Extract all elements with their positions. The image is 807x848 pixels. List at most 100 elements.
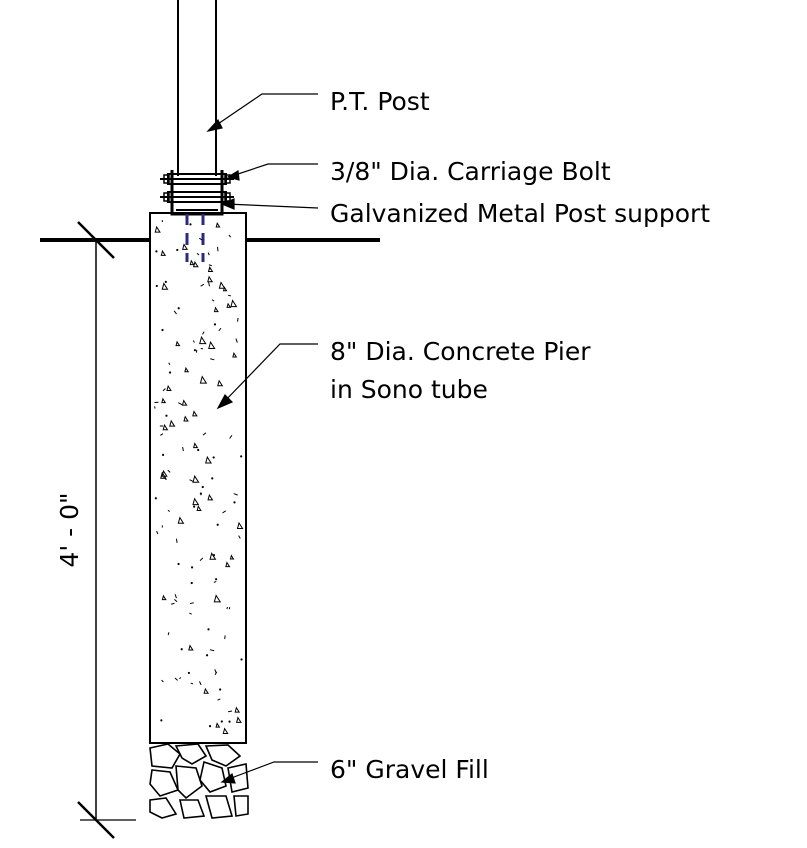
aggregate-dot — [177, 562, 180, 566]
aggregate-triangle — [169, 419, 176, 427]
aggregate-dash — [199, 681, 202, 686]
aggregate-dot — [180, 648, 183, 651]
aggregate-dash — [167, 632, 170, 636]
aggregate-dash — [173, 310, 177, 315]
aggregate-triangle — [232, 351, 238, 358]
aggregate-dash — [178, 402, 183, 406]
aggregate-dash — [222, 510, 226, 514]
aggregate-dot — [233, 501, 236, 504]
aggregate-dash — [190, 682, 194, 685]
aggregate-triangle — [230, 299, 238, 308]
aggregate-dot — [240, 658, 243, 661]
aggregate-triangle — [154, 225, 161, 233]
aggregate-dash — [174, 594, 177, 599]
aggregate-dash — [202, 331, 205, 335]
aggregate-triangle — [166, 384, 172, 391]
aggregate-dot — [197, 448, 200, 452]
aggregate-triangle — [215, 222, 221, 228]
aggregate-dot — [189, 223, 192, 226]
aggregate-triangle — [205, 455, 212, 464]
aggregate-dot — [177, 307, 180, 310]
aggregate-triangle — [192, 497, 200, 506]
aggregate-dash — [174, 599, 178, 603]
aggregate-dot — [220, 720, 223, 723]
aggregate-dot — [216, 523, 219, 526]
aggregate-dot — [168, 371, 172, 374]
aggregate-dash — [199, 557, 204, 562]
aggregate-dot — [211, 477, 214, 480]
aggregate-triangle — [199, 335, 207, 345]
aggregate-triangle — [183, 415, 189, 422]
aggregate-dash — [237, 317, 239, 322]
aggregate-dash — [228, 710, 233, 713]
aggregate-dash — [192, 340, 195, 343]
aggregate-dash — [208, 264, 213, 267]
aggregate-triangle — [177, 516, 185, 524]
label-concrete-pier-line1: 8" Dia. Concrete Pier — [330, 337, 591, 366]
aggregate-dot — [205, 654, 209, 657]
aggregate-dash — [229, 435, 233, 439]
aggregate-triangle — [203, 687, 210, 694]
aggregate-triangle — [175, 340, 181, 347]
label-gravel-fill: 6" Gravel Fill — [330, 755, 489, 784]
aggregate-triangle — [199, 375, 208, 384]
aggregate-dash — [233, 493, 238, 496]
pt-post — [177, 0, 217, 176]
dimension-text: 4' - 0" — [55, 492, 84, 567]
aggregate-dot — [187, 671, 190, 675]
aggregate-triangle — [229, 554, 235, 560]
aggregate-triangle — [207, 275, 214, 283]
aggregate-triangle — [196, 505, 202, 511]
aggregate-dash — [235, 338, 238, 343]
aggregate-dash — [226, 606, 228, 610]
aggregate-dash — [210, 358, 215, 361]
aggregate-dot — [193, 349, 197, 352]
aggregate-triangle — [235, 716, 242, 723]
aggregate-dash — [179, 677, 182, 680]
aggregate-dash — [156, 530, 159, 535]
aggregate-triangle — [234, 706, 241, 713]
aggregate-dash — [214, 671, 218, 675]
aggregate-dot — [193, 505, 196, 508]
aggregate-triangle — [160, 249, 167, 256]
aggregate-triangle — [213, 594, 222, 603]
aggregate-dash — [218, 327, 222, 332]
aggregate-triangle — [161, 397, 167, 404]
aggregate-dot — [228, 720, 231, 723]
label-carriage-bolt: 3/8" Dia. Carriage Bolt — [330, 157, 611, 186]
aggregate-dash — [161, 679, 164, 683]
aggregate-triangle — [222, 286, 228, 292]
aggregate-dash — [211, 299, 215, 302]
aggregate-dash — [189, 479, 194, 483]
aggregate-dot — [208, 725, 212, 728]
aggregate-dash — [198, 237, 203, 241]
aggregate-dot — [199, 492, 202, 495]
aggregate-dot — [176, 248, 179, 252]
anchor-bolts — [185, 213, 205, 262]
label-metal-post-support: Galvanized Metal Post support — [330, 199, 710, 228]
aggregate-triangle — [188, 644, 194, 651]
aggregate-dot — [207, 628, 210, 631]
aggregate-triangle — [213, 306, 219, 313]
leaders — [206, 93, 319, 784]
aggregate-dash — [189, 612, 192, 615]
aggregate-dash — [189, 602, 194, 605]
label-pt-post: P.T. Post — [330, 87, 430, 116]
aggregate-triangle — [181, 399, 188, 406]
aggregate-dot — [240, 455, 243, 458]
gravel-fill — [149, 743, 249, 819]
aggregate-dash — [213, 580, 217, 583]
aggregate-triangle — [161, 594, 167, 601]
aggregate-triangle — [208, 340, 216, 349]
aggregate-triangle — [222, 727, 229, 734]
aggregate-dash — [202, 432, 207, 436]
aggregate-triangle — [192, 260, 199, 268]
aggregate-dash — [208, 281, 210, 287]
aggregate-dash — [174, 677, 178, 681]
aggregate-triangle — [182, 243, 189, 250]
aggregate-dash — [162, 388, 166, 392]
aggregate-triangle — [217, 379, 224, 387]
aggregate-dash — [160, 433, 164, 436]
aggregate-triangle — [218, 281, 226, 289]
